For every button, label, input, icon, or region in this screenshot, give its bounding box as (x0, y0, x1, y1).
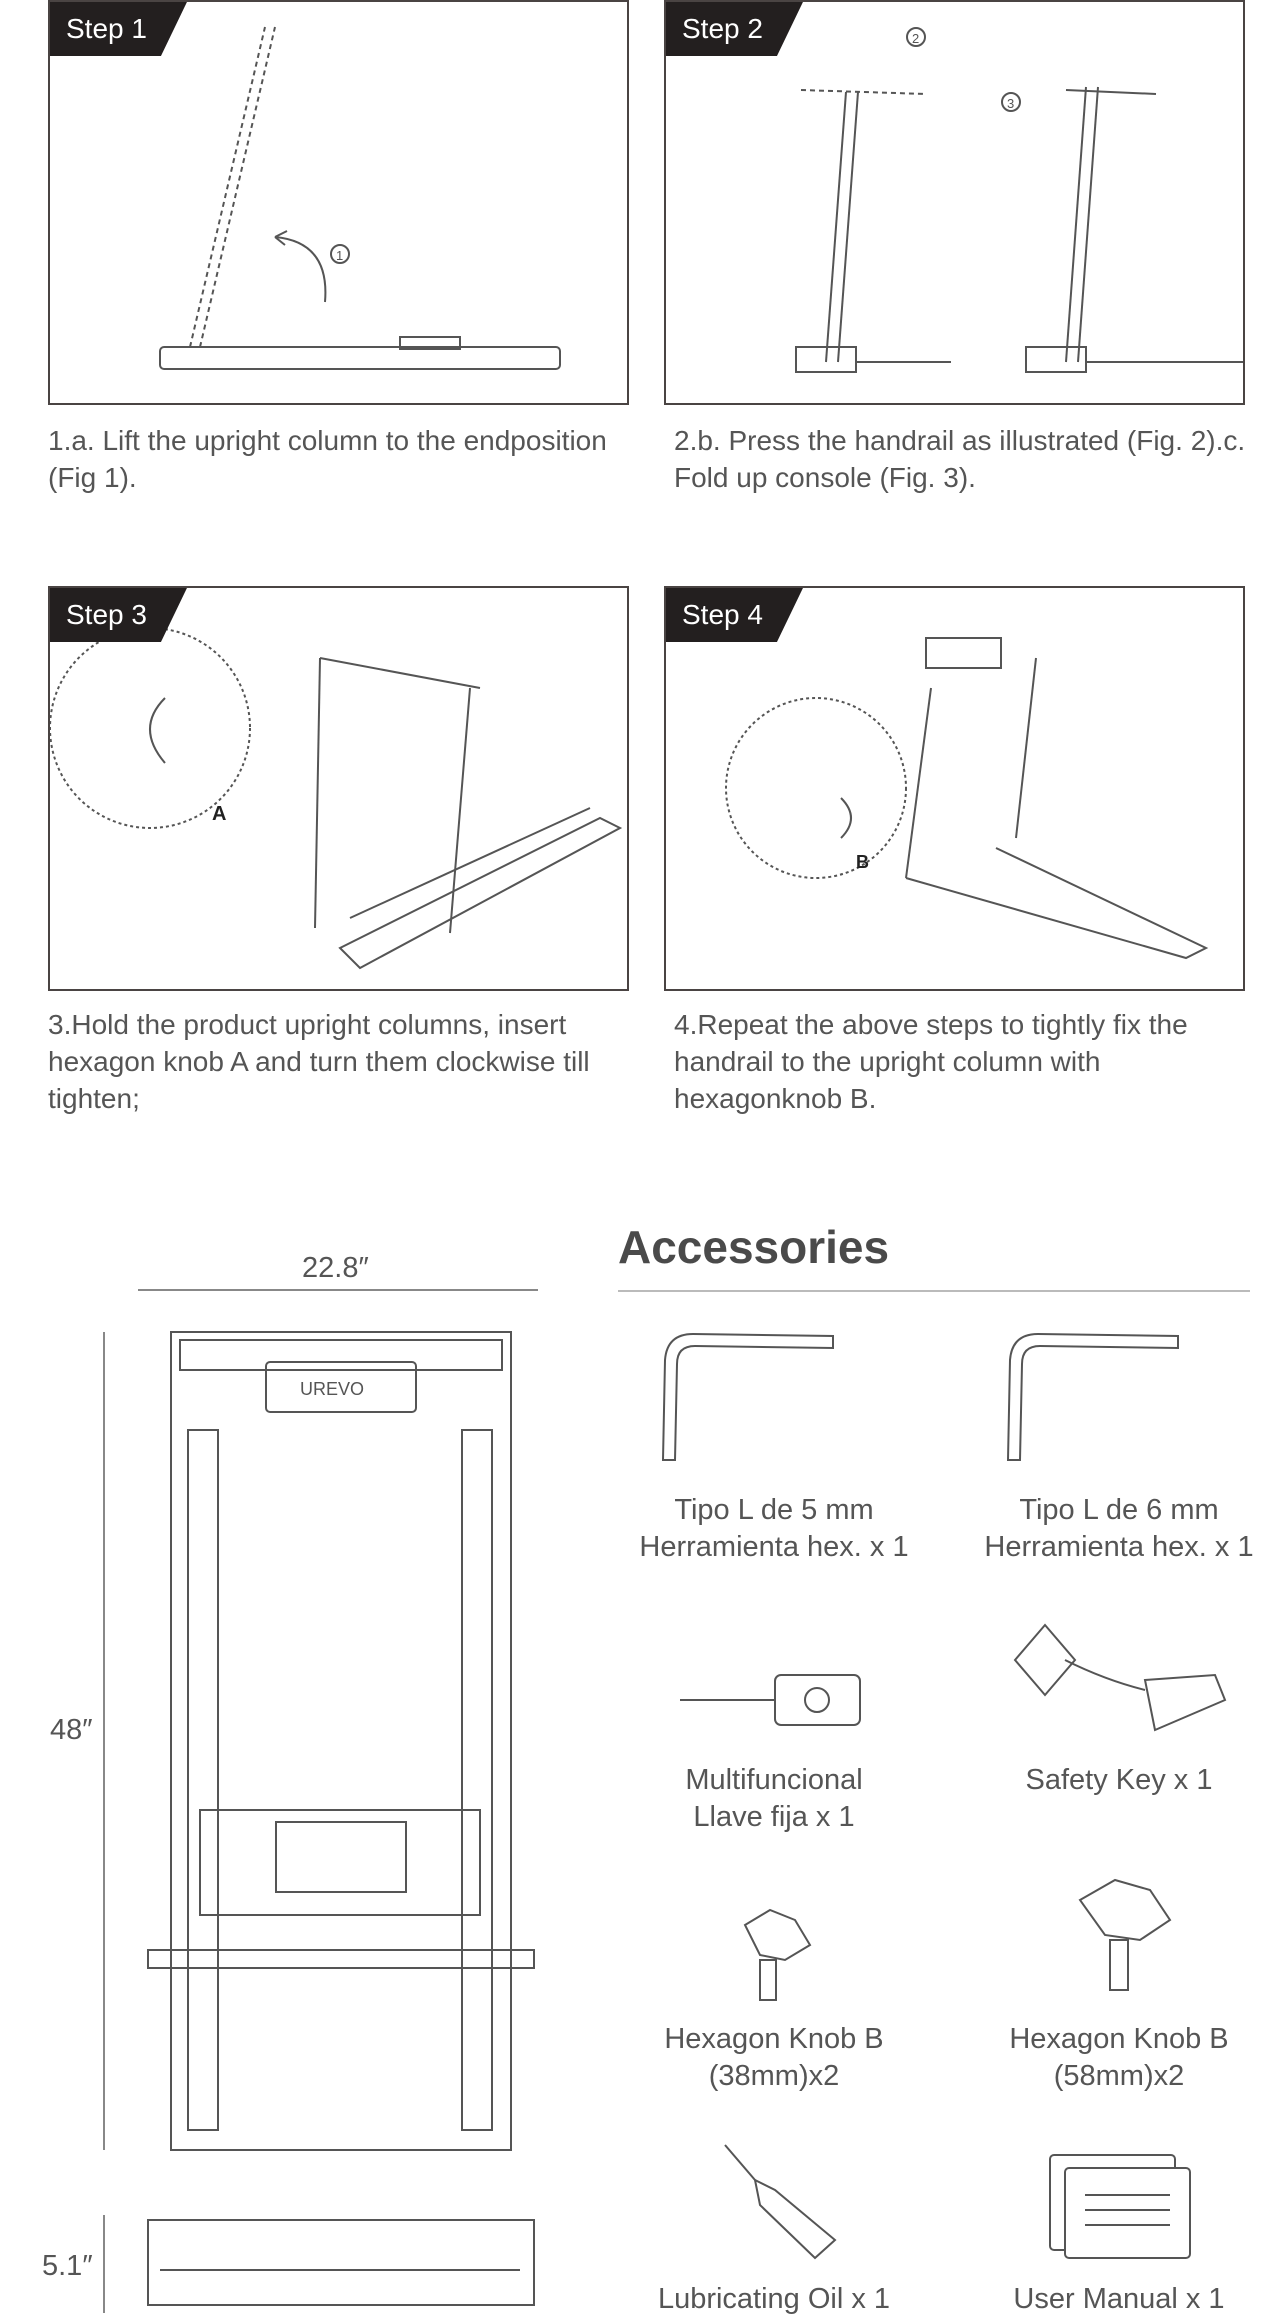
callout-a: A (212, 803, 226, 825)
step-3-caption: 3.Hold the product upright columns, inse… (48, 1009, 590, 1114)
accessory-label: Hexagon Knob B (1009, 2023, 1229, 2055)
step-1-tag: Step 1 (50, 2, 187, 56)
step-3-illustration: A (50, 627, 623, 970)
accessories-title: Accessories (618, 1221, 890, 1273)
accessory-hexagon-knob-38mm: Hexagon Knob B (38mm)x2 (609, 2021, 939, 2095)
callout-3: 3 (1007, 96, 1014, 111)
accessory-user-manual: User Manual x 1 (954, 2281, 1280, 2318)
accessory-label: User Manual x 1 (1013, 2283, 1225, 2315)
step-4-illustration: B (725, 637, 1209, 960)
accessory-label: Hexagon Knob B (664, 2023, 884, 2055)
step-4-panel: B Step 4 (664, 586, 1245, 991)
accessory-safety-key: Safety Key x 1 (954, 1762, 1280, 1799)
accessory-label: Safety Key x 1 (1025, 1764, 1213, 1796)
step-2-tag: Step 2 (666, 2, 803, 56)
accessory-label: (38mm)x2 (708, 2060, 840, 2092)
brand-logo: UREVO (300, 1379, 364, 1399)
accessory-label: Llave fija x 1 (693, 1801, 855, 1833)
hex-key-5mm-icon (661, 1332, 834, 1461)
accessory-hex-key-6mm: Tipo L de 6 mm Herramienta hex. x 1 (954, 1492, 1280, 1566)
accessory-label: Multifuncional (685, 1764, 863, 1796)
step-4-caption: 4.Repeat the above steps to tightly fix … (674, 1009, 1188, 1114)
step-2-panel: 2 3 Step 2 (664, 0, 1245, 405)
step-1-panel: 1 Step 1 (48, 0, 629, 405)
accessory-label: Herramienta hex. x 1 (984, 1531, 1254, 1563)
length-dimension: 48″ (50, 1714, 93, 1746)
accessory-hexagon-knob-58mm: Hexagon Knob B (58mm)x2 (954, 2021, 1280, 2095)
multi-wrench-icon (680, 1674, 861, 1726)
accessory-label: Lubricating Oil x 1 (657, 2283, 891, 2315)
accessory-label: Tipo L de 6 mm (1019, 1494, 1219, 1526)
accessory-hex-key-5mm: Tipo L de 5 mm Herramienta hex. x 1 (609, 1492, 939, 1566)
width-dimension: 22.8″ (302, 1252, 369, 1284)
treadmill-dimension-drawing: UREVO (103, 1289, 538, 2313)
step-2-illustration: 2 3 (795, 27, 1243, 373)
lubricating-oil-icon (724, 2144, 837, 2260)
step-1-illustration: 1 (159, 26, 561, 370)
user-manual-icon (1049, 2154, 1191, 2259)
callout-2: 2 (912, 31, 919, 46)
accessory-lubricating-oil: Lubricating Oil x 1 (609, 2281, 939, 2318)
step-3-tag: Step 3 (50, 588, 187, 642)
safety-key-icon (1013, 1623, 1227, 1732)
callout-1: 1 (336, 248, 343, 263)
accessory-label: (58mm)x2 (1053, 2060, 1185, 2092)
height-dimension: 5.1″ (42, 2250, 93, 2282)
callout-b: B (856, 852, 869, 872)
accessories-divider (618, 1290, 1250, 1292)
accessory-label: Herramienta hex. x 1 (639, 1531, 909, 1563)
hexagon-knob-58mm-icon (1078, 1878, 1172, 1991)
step-1-caption: 1.a. Lift the upright column to the endp… (48, 425, 607, 493)
step-2-caption: 2.b. Press the handrail as illustrated (… (674, 425, 1246, 493)
accessory-label: Tipo L de 5 mm (674, 1494, 874, 1526)
hex-key-6mm-icon (1006, 1332, 1179, 1461)
hexagon-knob-38mm-icon (743, 1908, 812, 2001)
step-4-tag: Step 4 (666, 588, 803, 642)
step-3-panel: A Step 3 (48, 586, 629, 991)
